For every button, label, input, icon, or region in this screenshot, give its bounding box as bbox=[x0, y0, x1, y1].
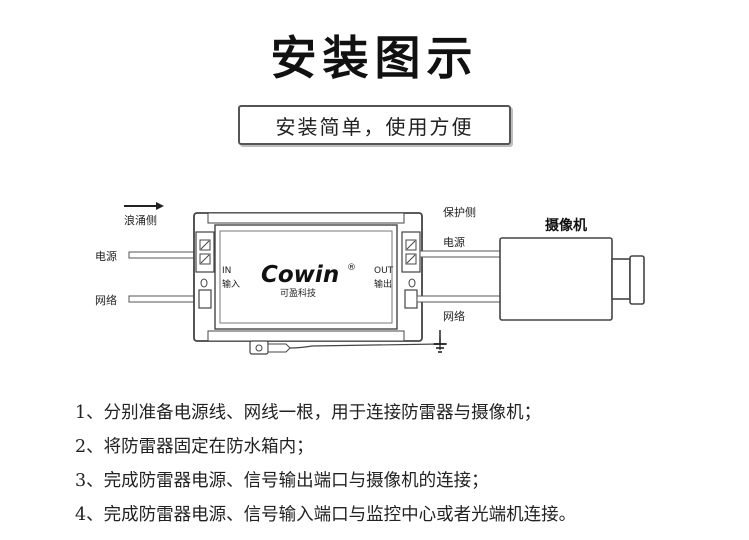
surge-protector-device bbox=[193, 212, 423, 342]
in-cn-label: 输入 bbox=[222, 278, 240, 290]
in-label: IN bbox=[222, 266, 231, 276]
out-label: OUT bbox=[374, 266, 394, 276]
instruction-list: 1、分别准备电源线、网线一根，用于连接防雷器与摄像机； 2、将防雷器固定在防水箱… bbox=[75, 396, 735, 532]
camera-label: 摄像机 bbox=[545, 217, 587, 234]
right-network-label: 网络 bbox=[443, 309, 465, 323]
brand-logo: Cowin bbox=[261, 262, 339, 288]
instruction-step: 2、将防雷器固定在防水箱内； bbox=[75, 437, 314, 457]
camera-icon bbox=[499, 237, 645, 321]
subtitle-box: 安装简单，使用方便 bbox=[238, 105, 511, 145]
brand-registered-mark: ® bbox=[347, 263, 356, 273]
out-cn-label: 输出 bbox=[374, 278, 392, 290]
instruction-step: 1、分别准备电源线、网线一根，用于连接防雷器与摄像机； bbox=[75, 403, 542, 423]
left-network-label: 网络 bbox=[95, 293, 117, 307]
surge-arrow-icon bbox=[124, 202, 164, 210]
ground-connector bbox=[249, 340, 441, 355]
left-power-cable bbox=[128, 251, 197, 259]
brand-chinese-name: 可盈科技 bbox=[280, 287, 316, 299]
page-title: 安装图示 bbox=[270, 31, 479, 85]
instruction-step: 3、完成防雷器电源、信号输出端口与摄像机的连接； bbox=[75, 471, 489, 491]
protect-side-label: 保护侧 bbox=[443, 205, 476, 219]
right-power-label: 电源 bbox=[443, 235, 465, 249]
instruction-step: 4、完成防雷器电源、信号输入端口与监控中心或者光端机连接。 bbox=[75, 505, 577, 525]
surge-side-label: 浪涌侧 bbox=[124, 213, 157, 227]
subtitle-text: 安装简单，使用方便 bbox=[275, 114, 474, 139]
right-network-cable bbox=[416, 295, 503, 303]
ground-icon bbox=[433, 330, 447, 353]
right-power-cable bbox=[419, 250, 503, 258]
left-power-label: 电源 bbox=[95, 249, 117, 263]
